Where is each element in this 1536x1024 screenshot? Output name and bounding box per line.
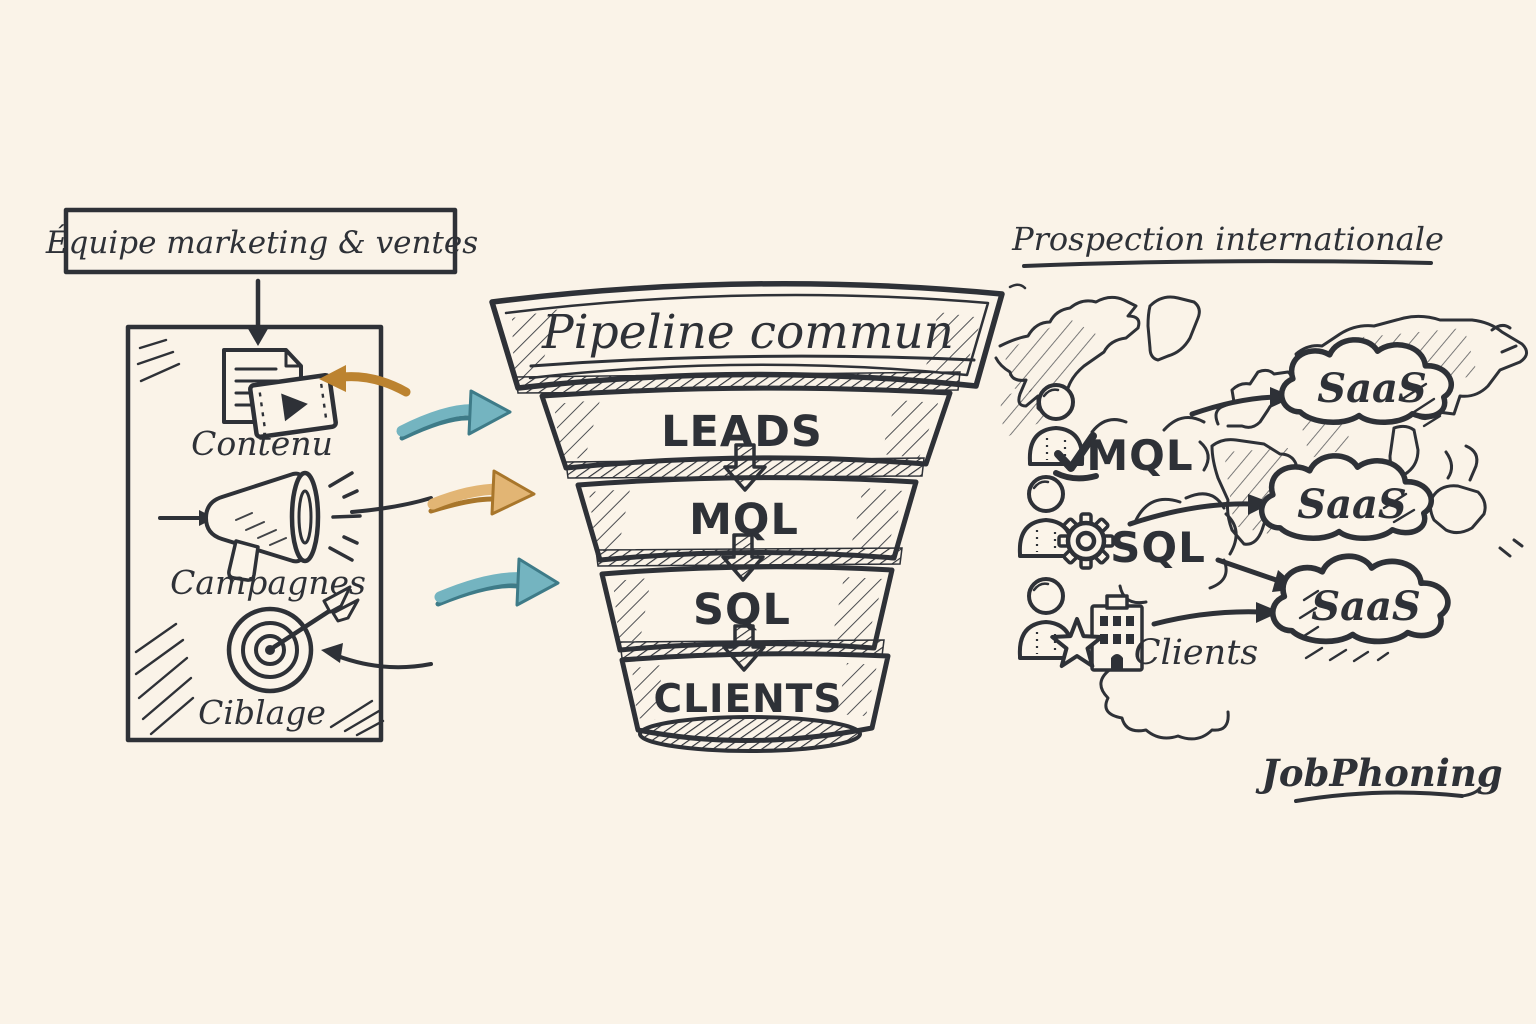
flow-arrows bbox=[319, 365, 560, 607]
team-header-box bbox=[63, 207, 458, 275]
arrow-right-icon bbox=[1151, 602, 1280, 627]
teal-arrow-right-icon bbox=[434, 557, 560, 607]
row-clients-label: Clients bbox=[1134, 633, 1258, 673]
funnel-title: Pipeline commun bbox=[541, 305, 954, 360]
saas-cloud: SaaS bbox=[1282, 340, 1452, 422]
cloud-hatch-accents bbox=[1298, 382, 1442, 663]
arrow-down-icon bbox=[247, 278, 269, 346]
documents-video-icon bbox=[222, 348, 338, 440]
contenu-label: Contenu bbox=[191, 424, 333, 463]
saas-cloud: SaaS bbox=[1273, 556, 1448, 641]
prospection-title: Prospection internationale bbox=[1011, 220, 1444, 258]
checkmark-icon bbox=[1053, 432, 1099, 482]
ciblage-label: Ciblage bbox=[198, 693, 326, 732]
orange-arrow-right-icon bbox=[427, 469, 536, 516]
panel-hatch-decoration bbox=[134, 338, 385, 737]
prospect-row-mql: MQL bbox=[1027, 383, 1193, 482]
pipeline-funnel: Pipeline commun LEADS MQL SQL CLIENTS bbox=[489, 280, 1027, 753]
prospection-section: Prospection internationale bbox=[994, 220, 1528, 741]
star-icon bbox=[1050, 617, 1104, 668]
building-icon bbox=[1090, 594, 1144, 672]
brand-underline bbox=[1294, 790, 1464, 803]
row-mql-label: MQL bbox=[1086, 431, 1193, 480]
brand-signature: JobPhoning bbox=[1255, 751, 1503, 803]
ochre-arrow-left-icon bbox=[319, 365, 411, 397]
team-header-label: Équipe marketing & ventes bbox=[45, 223, 478, 261]
row-sql-label: SQL bbox=[1110, 523, 1206, 572]
funnel-step-arrow-icon bbox=[723, 443, 767, 492]
saas-label: SaaS bbox=[1311, 583, 1421, 630]
team-panel-box bbox=[125, 324, 384, 743]
teal-arrow-right-icon bbox=[396, 389, 512, 441]
marketing-team-panel: Équipe marketing & ventes bbox=[45, 207, 478, 743]
play-icon bbox=[281, 393, 308, 422]
funnel-step-arrow-icon bbox=[721, 533, 765, 582]
sound-lines-icon bbox=[328, 471, 362, 562]
title-underline bbox=[1022, 259, 1433, 268]
megaphone-out-line bbox=[350, 496, 433, 514]
megaphone-icon bbox=[204, 470, 362, 582]
stage-clients-label: CLIENTS bbox=[654, 677, 843, 722]
prospect-row-sql: SQL bbox=[1017, 475, 1206, 572]
map-arrows bbox=[1127, 387, 1300, 627]
saas-label: SaaS bbox=[1317, 365, 1427, 412]
gear-icon bbox=[1057, 512, 1115, 570]
funnel-base-shadow bbox=[638, 715, 862, 753]
arrow-left-icon bbox=[321, 643, 433, 670]
funnel-step-arrow-icon bbox=[722, 624, 766, 672]
prospect-row-clients: Clients bbox=[1017, 577, 1258, 673]
brand-logo: JobPhoning bbox=[1255, 751, 1502, 795]
target-icon bbox=[226, 585, 360, 694]
